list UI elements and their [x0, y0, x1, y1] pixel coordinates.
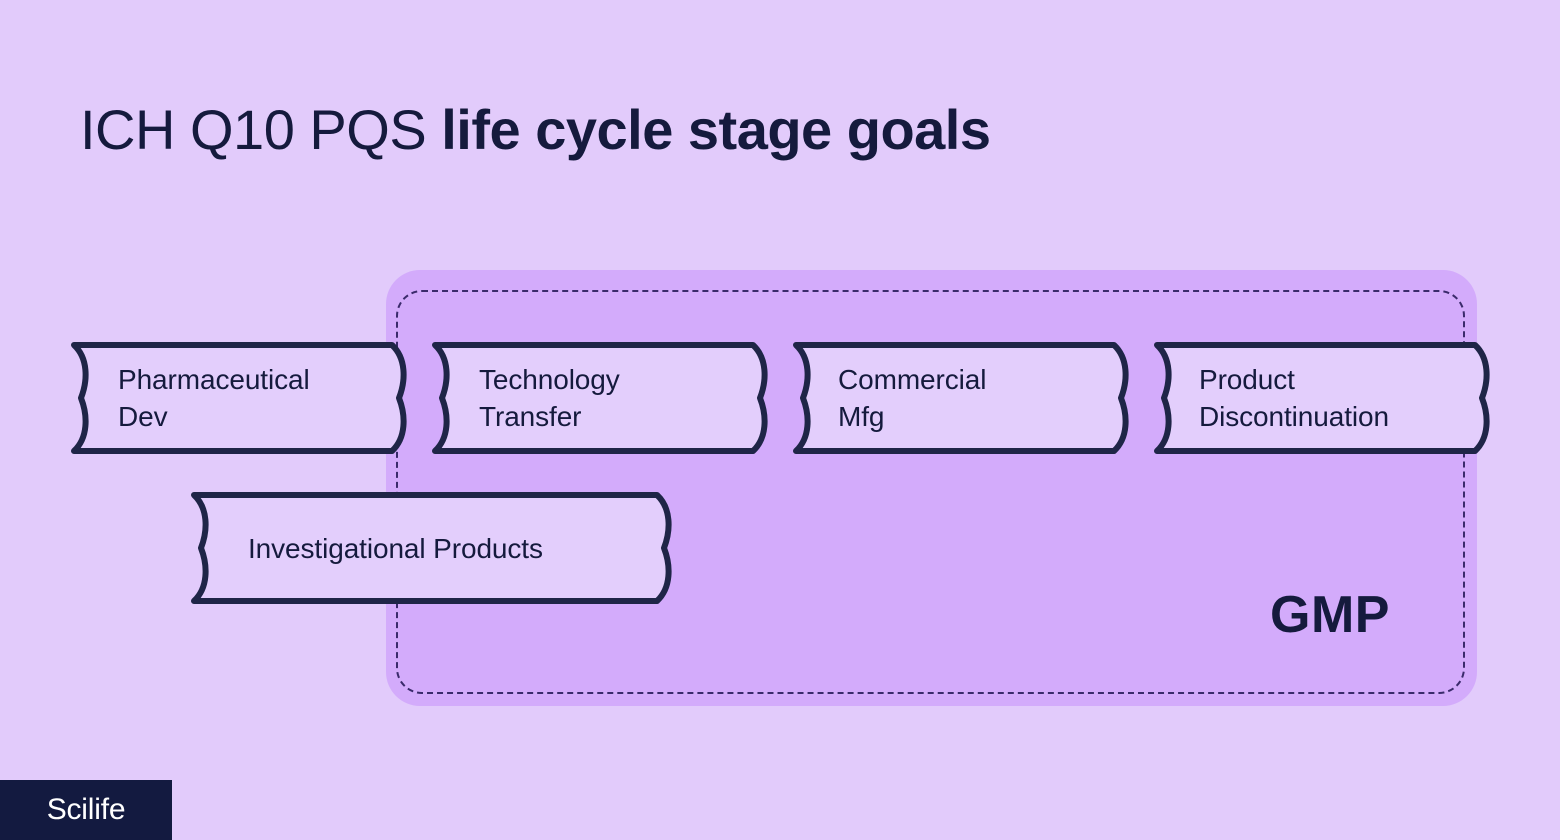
- stage-box-label: Pharmaceutical Dev: [118, 364, 310, 432]
- page-title-light: ICH Q10 PQS: [80, 98, 442, 161]
- scilife-logo: Scilife: [0, 780, 172, 840]
- gmp-label: GMP: [1270, 586, 1390, 644]
- stage-box-label: Investigational Products: [248, 532, 543, 564]
- stage-box-label: Technology Transfer: [479, 364, 620, 432]
- stage-box-label: Product Discontinuation: [1199, 364, 1389, 432]
- scilife-logo-text: Scilife: [46, 793, 126, 826]
- stage-box-pharmaceutical-dev[interactable]: Pharmaceutical Dev: [60, 340, 420, 456]
- stage-box-product-discontinuation[interactable]: Product Discontinuation: [1143, 340, 1503, 456]
- stage-box-technology-transfer[interactable]: Technology Transfer: [421, 340, 781, 456]
- stage-box-investigational-products[interactable]: Investigational Products: [180, 490, 685, 606]
- page-title: ICH Q10 PQS life cycle stage goals: [80, 92, 991, 168]
- stage-box-label: Commercial Mfg: [838, 364, 987, 432]
- stage-box-commercial-mfg[interactable]: Commercial Mfg: [782, 340, 1142, 456]
- page-title-bold: life cycle stage goals: [441, 98, 991, 161]
